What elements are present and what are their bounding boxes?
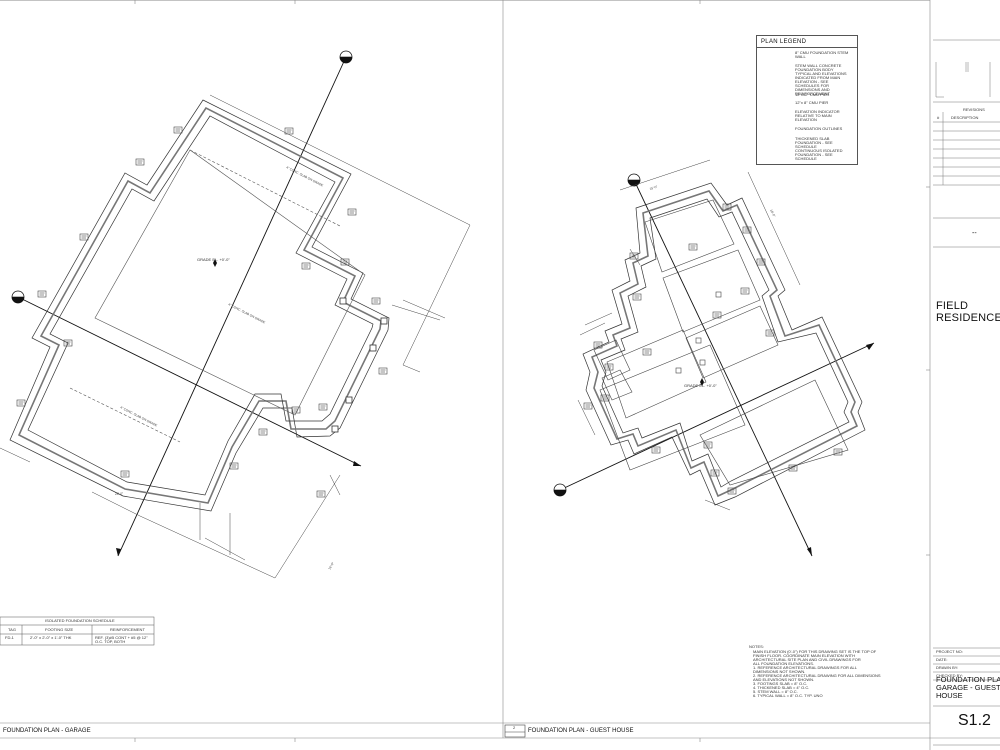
svg-text:15'-0": 15'-0" (649, 185, 658, 191)
garage-dimensions (0, 94, 471, 579)
legend-item: THICKENED SLAB FOUNDATION - SEE SCHEDULE (795, 136, 833, 149)
guest-title-callout (504, 724, 526, 738)
dash-placeholder: -- (972, 230, 977, 237)
schedule-cell: 2'-0" x 2'-0" x 1'-0" THK (30, 635, 72, 640)
garage-plan: 4" CONC. SLAB ON GRADE 4" CONC. SLAB ON … (0, 50, 471, 579)
legend-item: 12"x 8" CMU PIER (795, 100, 829, 105)
meta-date: DATE: (936, 657, 948, 662)
sheet-number: S1.2 (958, 712, 991, 729)
garage-footing-tags (16, 126, 388, 498)
garage-grid-bubble-top (339, 50, 353, 64)
note-line: ALL FOUNDATION ELEVATIONS. (753, 661, 814, 666)
note-line: 2. REFERENCE ARCHITECTURAL DRAWING FOR A… (753, 673, 881, 678)
garage-elevation-marker (213, 259, 217, 267)
note-line: 3. FOOTINGS SLAB = 8" O.C. (753, 681, 808, 686)
schedule-header-size: FOOTING SIZE (45, 627, 74, 632)
schedule-cell: FD-1 (5, 635, 14, 640)
note-line: 4. THICKENED SLAB = 4" O.C. (753, 685, 810, 690)
guest-grid-bubble-top (627, 173, 641, 187)
guest-gridline-vertical (633, 179, 813, 557)
note-line: ARCHITECTURAL SITE PLAN AND CIVIL DRAWIN… (753, 657, 861, 662)
revisions-title: REVISIONS (963, 107, 985, 112)
svg-text:16'-0": 16'-0" (327, 561, 335, 570)
meta-project-no: PROJECT NO: (936, 649, 963, 654)
legend-item: ELEVATION INDICATOR RELATIVE TO MAIN ELE… (795, 109, 840, 122)
schedule-header-tag: TAG (8, 627, 16, 632)
notes-title: NOTES: (749, 644, 764, 649)
title-block: REVISIONS # DESCRIPTION -- FIELD RESIDEN… (933, 0, 1000, 750)
meta-checked-by: CHECKED BY: (936, 673, 963, 678)
guest-elevation-marker (700, 378, 704, 386)
guest-interior-footings (593, 199, 849, 486)
plan-legend: PLAN LEGEND 8" CMU FOUNDATION STEM WALL … (756, 35, 858, 165)
schedule-title: ISOLATED FOUNDATION SCHEDULE (45, 618, 115, 623)
svg-text:18'-0": 18'-0" (769, 209, 776, 218)
guest-elevation-label: GRADE EL. +0'-0" (684, 383, 717, 388)
isolated-foundation-schedule: ISOLATED FOUNDATION SCHEDULE TAG FOOTING… (0, 617, 154, 645)
legend-item: 12"x12" CMU PIER (795, 92, 830, 97)
garage-elevation-label: GRADE EL. +0'-0" (197, 257, 230, 262)
guest-gridline-horizontal (559, 342, 875, 491)
rev-header-number: # (937, 115, 940, 120)
rev-header-description: DESCRIPTION (951, 115, 979, 120)
garage-foundation-outline (9, 99, 390, 512)
legend-item: 8" CMU FOUNDATION STEM WALL (795, 50, 849, 59)
legend-item: STEM WALL CONCRETE FOUNDATION BODY TYPIC… (795, 63, 847, 96)
note-line: 5. STEM WALL = 8" O.C. (753, 689, 798, 694)
note-line: 6. TYPICAL WALL = 8" O.C. TYP. UNO (753, 693, 823, 698)
schedule-grid (0, 616, 155, 646)
note-line: DIMENSIONS NOT SHOWN. (753, 669, 806, 674)
title-block-lines (933, 39, 1000, 746)
garage-grid-bubble-left (11, 290, 25, 304)
legend-title: PLAN LEGEND (761, 39, 807, 45)
garage-gridline-horizontal (17, 296, 362, 467)
guest-grid-bubble-left (553, 483, 567, 497)
meta-drawn-by: DRAWN BY: (936, 665, 959, 670)
schedule-cell: REF. (3)#5 CONT + #5 @ 12" O.C. TOP, BOT… (95, 635, 148, 644)
note-line: FINISH FLOOR. COORDINATE MAIN ELEVATION … (753, 653, 856, 658)
guest-dimensions (577, 159, 801, 511)
drawing-title-guest-house: FOUNDATION PLAN - GUEST HOUSE (528, 728, 634, 734)
sheet-title: FOUNDATION PLAN GARAGE - GUEST HOUSE (936, 675, 1000, 700)
svg-text:4" CONC. SLAB ON GRADE: 4" CONC. SLAB ON GRADE (120, 405, 158, 427)
drawing-title-garage: FOUNDATION PLAN - GARAGE (3, 728, 91, 734)
project-name: FIELD RESIDENCE (936, 300, 1000, 324)
note-line: AND ELEVATIONS NOT SHOWN. (753, 677, 815, 682)
note-line: 1. REFERENCE ARCHITECTURAL DRAWINGS FOR … (753, 665, 857, 670)
schedule-header-reinforcement: REINFORCEMENT (110, 627, 145, 632)
svg-text:24'-0": 24'-0" (115, 492, 123, 496)
svg-text:4" CONC. SLAB ON GRADE: 4" CONC. SLAB ON GRADE (228, 302, 266, 324)
guest-house-plan: 15'-0" 18'-0" (553, 159, 875, 557)
garage-gridline-vertical (117, 56, 347, 557)
callout-number: 2 (513, 725, 516, 730)
legend-item: FOUNDATION OUTLINES (795, 126, 843, 131)
legend-item: CONTINUOUS ISOLATED FOUNDATION - SEE SCH… (795, 148, 843, 161)
note-line: MAIN ELEVATION (0'-0") FOR THIS DRAWING … (753, 649, 877, 654)
